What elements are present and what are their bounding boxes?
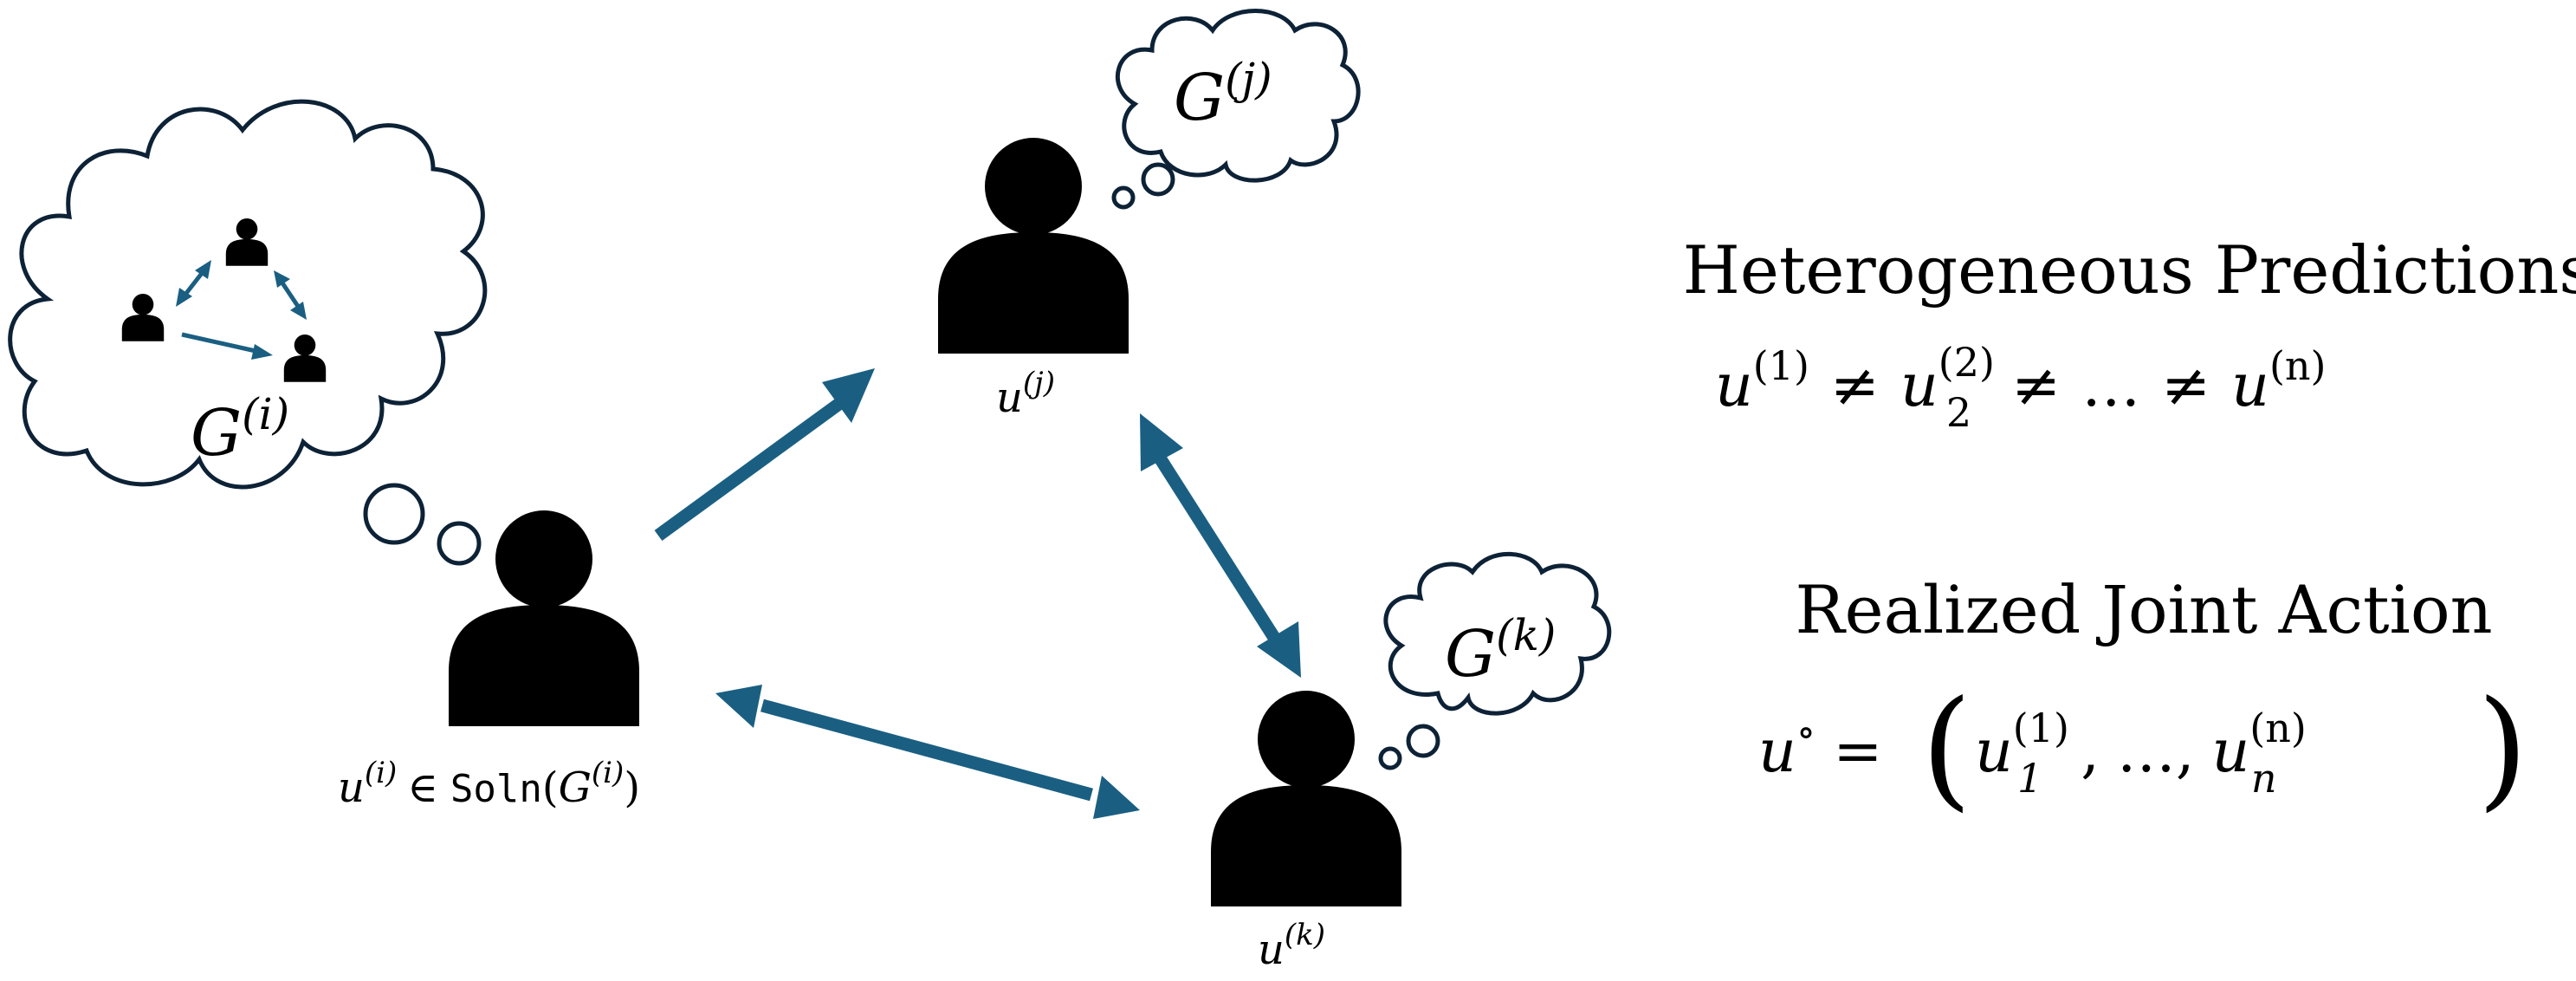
cloud-k-outline bbox=[1383, 551, 1612, 716]
cloud-k-bubble-large bbox=[1406, 724, 1440, 758]
cloud-j-bubble-small bbox=[1111, 185, 1136, 210]
right-paren: ) bbox=[2477, 673, 2528, 824]
agent-j-person-icon bbox=[938, 138, 1129, 354]
agent-k-person-icon bbox=[1211, 691, 1401, 906]
agent-k-thought-cloud: G(k) bbox=[1378, 551, 1612, 770]
heterogeneous-predictions-block: Heterogeneous Predictions u(1)≠u(2)2≠…≠u… bbox=[1683, 231, 2576, 436]
realized-joint-action-formula: u∘= bbox=[1758, 708, 1882, 786]
realized-joint-action-title: Realized Joint Action bbox=[1795, 571, 2492, 648]
cloud-i-outline bbox=[8, 99, 488, 490]
realized-joint-action-block: Realized Joint Action u∘= ( u(1)1,…,u(n)… bbox=[1758, 571, 2528, 824]
agent-i-label: u(i)∈Soln(G(i)) bbox=[338, 756, 640, 812]
arrow-i-to-j bbox=[654, 368, 875, 542]
mini-arrowhead-left-top-a bbox=[195, 260, 211, 279]
agent-j-thought-cloud: G(j) bbox=[1111, 9, 1361, 210]
cloud-k-bubble-small bbox=[1378, 746, 1402, 770]
mini-arrowhead-left-right bbox=[251, 344, 273, 360]
arrowhead-j-end bbox=[1140, 413, 1183, 471]
arrow-i-k bbox=[715, 685, 1140, 819]
cloud-j-label: G(j) bbox=[1174, 54, 1272, 135]
cloud-i-bubble-large bbox=[363, 483, 425, 545]
arrow-j-k bbox=[1140, 413, 1301, 678]
agent-j-label: u(j) bbox=[996, 366, 1055, 422]
cloud-k-label: G(k) bbox=[1445, 610, 1556, 692]
realized-joint-action-tuple: u(1)1,…,u(n)n bbox=[1975, 705, 2307, 802]
cloud-i-label: G(i) bbox=[191, 389, 289, 471]
mini-arrow-left-top bbox=[183, 270, 204, 297]
arrowhead-k-end bbox=[1257, 621, 1301, 678]
agent-i-thought-cloud: G(i) bbox=[8, 99, 488, 566]
agent-k-label: u(k) bbox=[1258, 918, 1325, 974]
cloud-i-bubble-small bbox=[437, 521, 482, 566]
mini-arrow-left-right bbox=[181, 332, 256, 354]
mini-arrowhead-top-right-a bbox=[274, 270, 290, 288]
arrowhead-i-end bbox=[715, 685, 762, 728]
heterogeneous-predictions-title: Heterogeneous Predictions bbox=[1683, 231, 2576, 309]
arrowhead-i-to-j bbox=[822, 368, 875, 423]
heterogeneous-predictions-formula: u(1)≠u(2)2≠…≠u(n) bbox=[1715, 339, 2327, 436]
arrowhead-kk-end bbox=[1093, 776, 1140, 819]
mini-arrowhead-left-top-b bbox=[176, 288, 192, 307]
mini-arrowhead-top-right-b bbox=[290, 302, 307, 320]
left-paren: ( bbox=[1921, 673, 1972, 824]
cloud-j-bubble-large bbox=[1141, 162, 1175, 197]
cloud-j-outline bbox=[1115, 9, 1361, 183]
mini-arrow-top-right bbox=[279, 280, 301, 309]
